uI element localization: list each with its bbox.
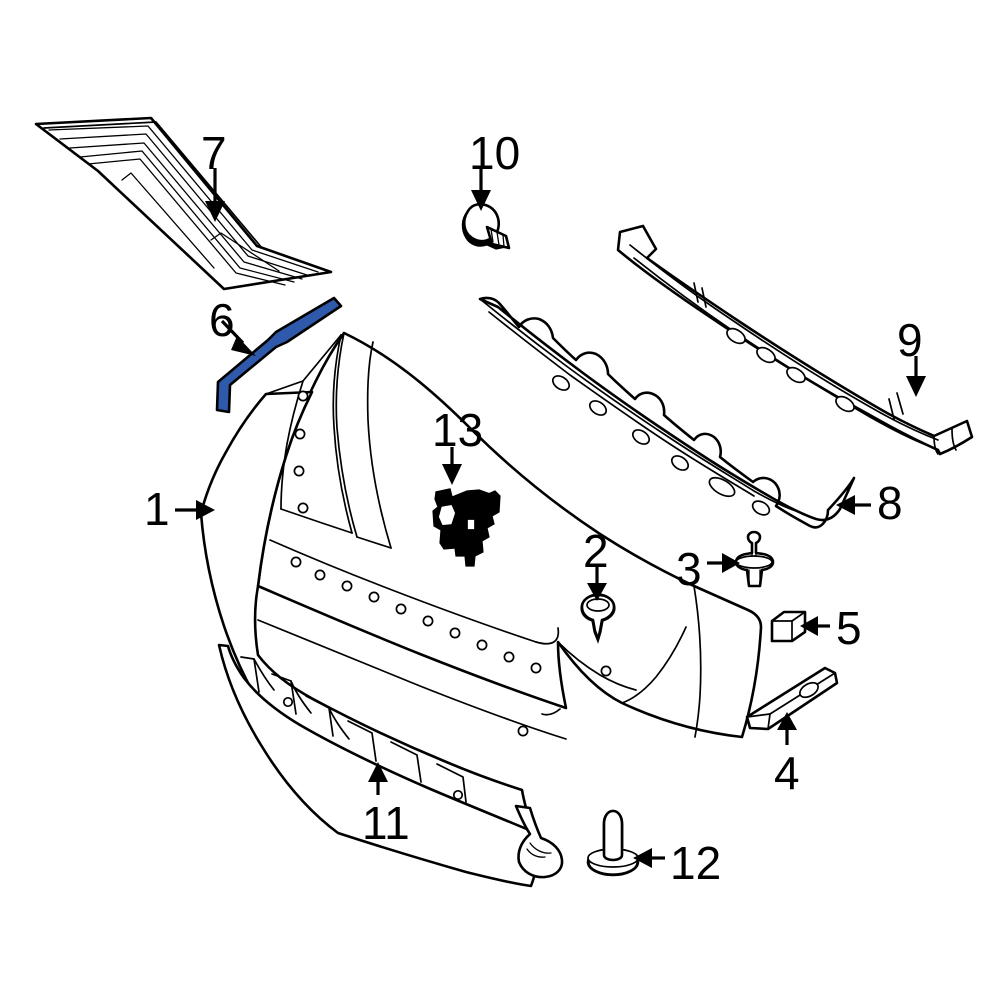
callout-label-3[interactable]: 3 [676,543,702,595]
leader-3 [707,553,740,573]
part-11-lower-valance-deflector[interactable] [217,643,564,888]
leader-5 [800,616,830,636]
leader-11 [368,762,388,795]
leader-9 [906,356,926,397]
part-5-rectangular-spacer-block[interactable] [770,610,807,643]
part-2-push-pin-clip[interactable] [580,593,616,644]
part-3-rivet-pin-fastener[interactable] [734,530,775,588]
leader-1 [175,500,215,520]
callout-label-12[interactable]: 12 [670,837,722,889]
part-12-push-in-retainer[interactable] [586,809,640,877]
part-6-bumper-cover-side-bracket[interactable] [215,296,343,414]
callout-label-5[interactable]: 5 [836,602,862,654]
leader-10 [471,169,491,211]
callout-label-6[interactable]: 6 [209,294,235,346]
callout-label-11[interactable]: 11 [362,797,410,849]
part-7-rear-bumper-grille-insert[interactable] [34,116,333,291]
part-4-side-reflector-trim[interactable] [745,666,839,731]
leader-12 [633,848,665,868]
callout-label-9[interactable]: 9 [897,314,923,366]
callout-label-1[interactable]: 1 [144,483,170,535]
callout-label-8[interactable]: 8 [877,477,903,529]
leader-4 [777,712,797,745]
leader-6 [220,319,256,356]
callout-label-2[interactable]: 2 [583,525,609,577]
leader-13 [442,447,462,485]
callout-label-10[interactable]: 10 [469,127,521,179]
leader-8 [836,495,871,515]
callout-label-7[interactable]: 7 [201,127,227,179]
part-9-bumper-reinforcement-bar[interactable] [616,224,974,456]
callout-label-4[interactable]: 4 [774,747,800,799]
leader-2 [587,567,607,601]
callout-label-13[interactable]: 13 [432,404,484,456]
part-8-bumper-energy-absorber[interactable] [478,296,856,529]
leader-7 [205,168,225,222]
part-10-bumper-mounting-screw[interactable] [461,202,511,250]
part-13-sensor-retainer-bracket[interactable] [432,488,501,567]
